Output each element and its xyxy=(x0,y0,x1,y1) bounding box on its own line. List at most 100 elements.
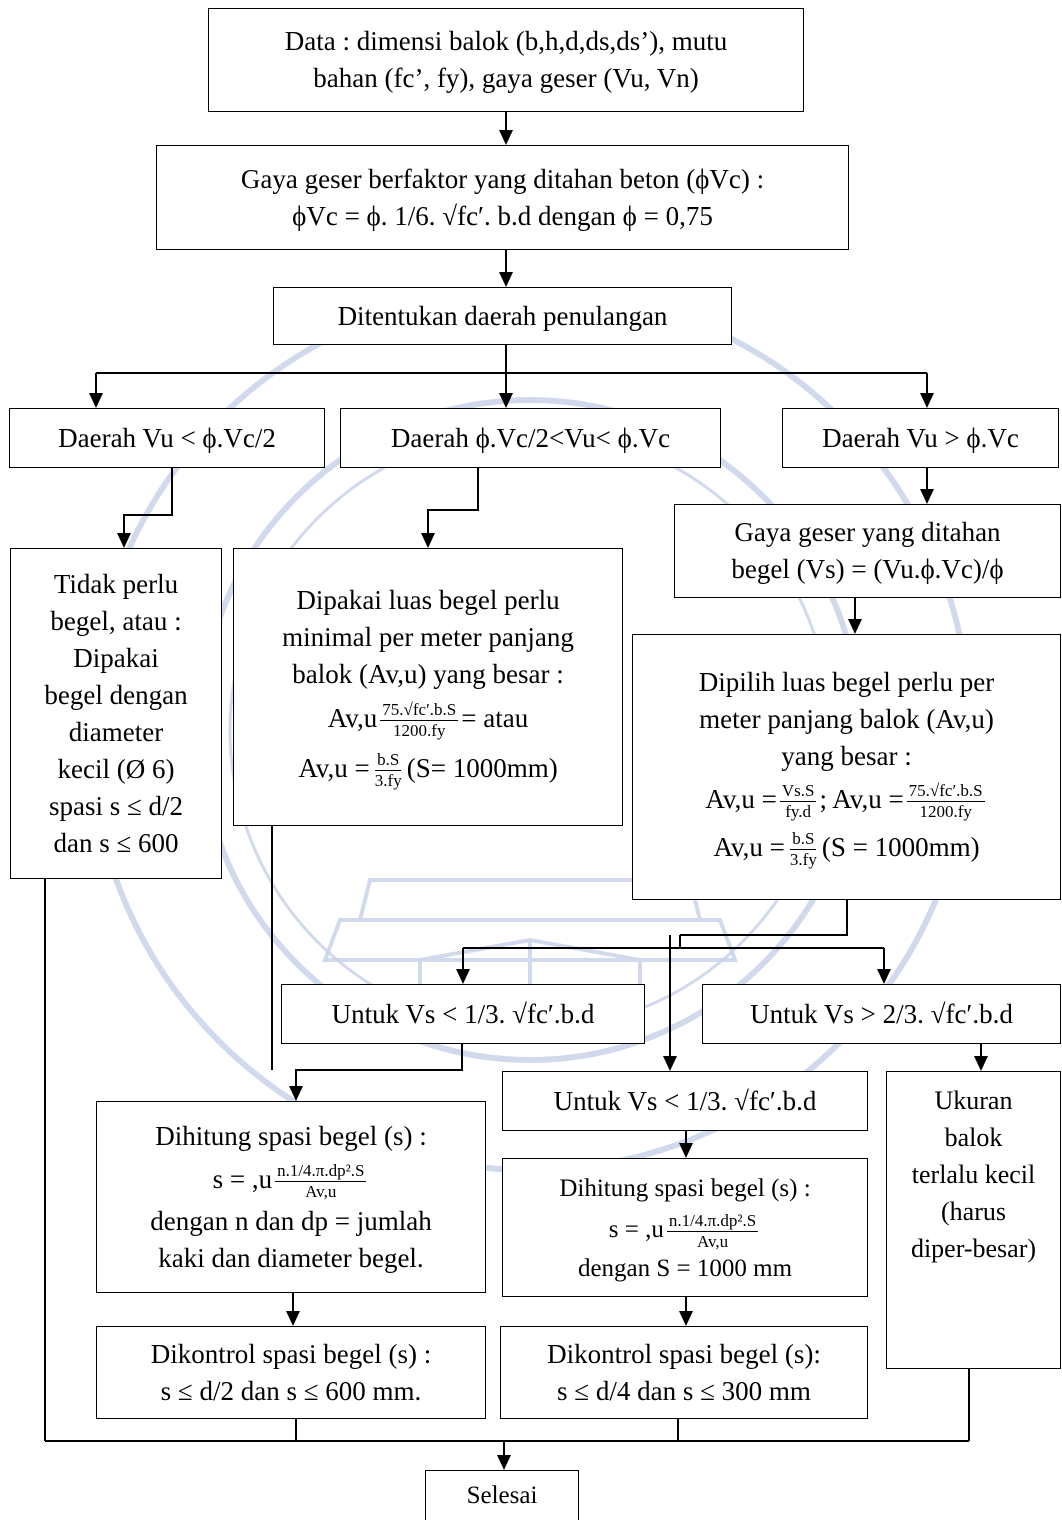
fraction-denominator: Av,u xyxy=(696,1231,729,1251)
arrowhead xyxy=(499,272,513,287)
vs-greater-two-thirds-label: Untuk Vs > 2/3. √fc′.b.d xyxy=(750,998,1013,1029)
formula-prefix: Av,u xyxy=(327,702,378,733)
arrowhead xyxy=(920,489,934,504)
no-stirrup-line-8: dan s ≤ 600 xyxy=(53,827,179,858)
formula-prefix: Av,u = xyxy=(713,831,785,862)
chosen-area-line-2: meter panjang balok (Av,u) xyxy=(699,703,994,734)
arrowhead xyxy=(848,619,862,634)
zone-1-box: Daerah Vu < ϕ.Vc/2 xyxy=(9,408,325,468)
minimum-area-line-1: Dipakai luas begel perlu xyxy=(296,584,560,615)
concrete-shear-line-2: ϕVc = ϕ. 1/6. √fc′. b.d dengan ϕ = 0,75 xyxy=(292,200,713,231)
arrowhead xyxy=(497,1455,511,1470)
spacing-calc-title-right: Dihitung spasi begel (s) : xyxy=(559,1175,811,1202)
formula-prefix: Av,u = xyxy=(705,783,777,814)
fraction-numerator: n.1/4.π.dp².S xyxy=(666,1210,759,1232)
minimum-area-box: Dipakai luas begel perlu minimal per met… xyxy=(233,548,623,826)
formula-suffix: = atau xyxy=(461,702,529,733)
formula-prefix: Av,u = xyxy=(298,752,370,783)
beam-too-small-line-1: Ukuran xyxy=(934,1086,1013,1115)
arrowhead xyxy=(89,393,103,408)
arrowhead xyxy=(289,1086,303,1101)
formula-prefix: s = ,u xyxy=(212,1163,273,1194)
no-stirrup-line-5: diameter xyxy=(68,716,164,747)
fraction-numerator: 75.√fc′.b.S xyxy=(906,780,985,802)
arrowhead xyxy=(663,1056,677,1071)
chosen-area-line-1: Dipilih luas begel perlu per xyxy=(698,666,995,697)
spacing-check-box-left: Dikontrol spasi begel (s) : s ≤ d/2 dan … xyxy=(96,1326,486,1419)
minimum-area-line-3: balok (Av,u) yang besar : xyxy=(292,658,564,689)
fraction-numerator: 75.√fc′.b.S xyxy=(380,699,459,721)
spacing-check-line-1: Dikontrol spasi begel (s) : xyxy=(150,1338,432,1369)
fraction-denominator: 1200.fy xyxy=(919,801,972,821)
beam-too-small-line-5: diper-besar) xyxy=(910,1234,1037,1263)
chosen-area-line-3: yang besar : xyxy=(781,740,912,771)
input-data-line-1: Data : dimensi balok (b,h,d,ds,ds’), mut… xyxy=(284,26,728,56)
spacing-calc-title: Dihitung spasi begel (s) : xyxy=(155,1120,427,1151)
fraction-denominator: 3.fy xyxy=(789,849,817,869)
arrowhead xyxy=(456,969,470,984)
fraction-numerator: Vs.S xyxy=(779,780,817,802)
spacing-check-box-right: Dikontrol spasi begel (s): s ≤ d/4 dan s… xyxy=(500,1326,868,1419)
no-stirrup-line-6: kecil (Ø 6) xyxy=(57,753,175,784)
beam-too-small-line-4: (harus xyxy=(941,1197,1006,1226)
no-stirrup-box: Tidak perlu begel, atau : Dipakai begel … xyxy=(10,548,222,879)
formula-prefix: s = ,u xyxy=(608,1216,664,1243)
vs-less-third-label-right: Untuk Vs < 1/3. √fc′.b.d xyxy=(553,1085,817,1116)
fraction-denominator: 1200.fy xyxy=(393,720,446,740)
stirrup-shear-line-1: Gaya geser yang ditahan xyxy=(734,517,1001,547)
minimum-area-line-2: minimal per meter panjang xyxy=(282,621,574,652)
fraction-denominator: fy.d xyxy=(785,801,812,821)
no-stirrup-line-2: begel, atau : xyxy=(50,605,182,636)
vs-less-third-label: Untuk Vs < 1/3. √fc′.b.d xyxy=(331,998,595,1029)
connector-line xyxy=(427,468,479,534)
zone-3-box: Daerah Vu > ϕ.Vc xyxy=(782,408,1059,468)
fraction-denominator: Av,u xyxy=(305,1181,337,1201)
zone-3-label: Daerah Vu > ϕ.Vc xyxy=(822,422,1019,453)
arrowhead xyxy=(499,393,513,408)
formula-middle: ; Av,u = xyxy=(819,783,904,814)
arrowhead xyxy=(974,1056,988,1071)
fraction-denominator: 3.fy xyxy=(374,770,402,790)
fraction-numerator: b.S xyxy=(375,749,402,771)
arrowhead xyxy=(286,1311,300,1326)
zone-2-label: Daerah ϕ.Vc/2<Vu< ϕ.Vc xyxy=(390,422,671,453)
arrowhead xyxy=(679,1311,693,1326)
zone-1-label: Daerah Vu < ϕ.Vc/2 xyxy=(58,422,276,453)
arrowhead xyxy=(117,533,131,548)
beam-too-small-line-2: balok xyxy=(944,1123,1003,1152)
beam-too-small-box: Ukuran balok terlalu kecil (harus diper-… xyxy=(886,1071,1061,1369)
spacing-calc-line-right: dengan S = 1000 mm xyxy=(577,1255,793,1282)
spacing-calc-line-1: dengan n dan dp = jumlah xyxy=(150,1205,432,1236)
finish-box: Selesai xyxy=(425,1470,579,1520)
no-stirrup-line-1: Tidak perlu xyxy=(53,568,179,599)
vs-less-third-box-left: Untuk Vs < 1/3. √fc′.b.d xyxy=(281,984,645,1044)
arrowhead xyxy=(877,969,891,984)
zone-2-box: Daerah ϕ.Vc/2<Vu< ϕ.Vc xyxy=(340,408,721,468)
concrete-shear-box: Gaya geser berfaktor yang ditahan beton … xyxy=(156,145,849,250)
spacing-calc-line-2: kaki dan diameter begel. xyxy=(158,1242,424,1273)
input-data-line-2: bahan (fc’, fy), gaya geser (Vu, Vn) xyxy=(313,63,699,93)
formula-suffix: (S= 1000mm) xyxy=(406,752,558,783)
spacing-check-line-2: s ≤ d/2 dan s ≤ 600 mm. xyxy=(160,1375,422,1406)
no-stirrup-line-7: spasi s ≤ d/2 xyxy=(48,790,184,821)
fraction-numerator: b.S xyxy=(790,828,817,850)
reinforcement-zone-box: Ditentukan daerah penulangan xyxy=(273,287,732,345)
stirrup-shear-box: Gaya geser yang ditahan begel (Vs) = (Vu… xyxy=(674,504,1061,598)
finish-label: Selesai xyxy=(466,1482,538,1509)
concrete-shear-line-1: Gaya geser berfaktor yang ditahan beton … xyxy=(240,163,765,194)
vs-greater-two-thirds-box: Untuk Vs > 2/3. √fc′.b.d xyxy=(702,984,1061,1044)
